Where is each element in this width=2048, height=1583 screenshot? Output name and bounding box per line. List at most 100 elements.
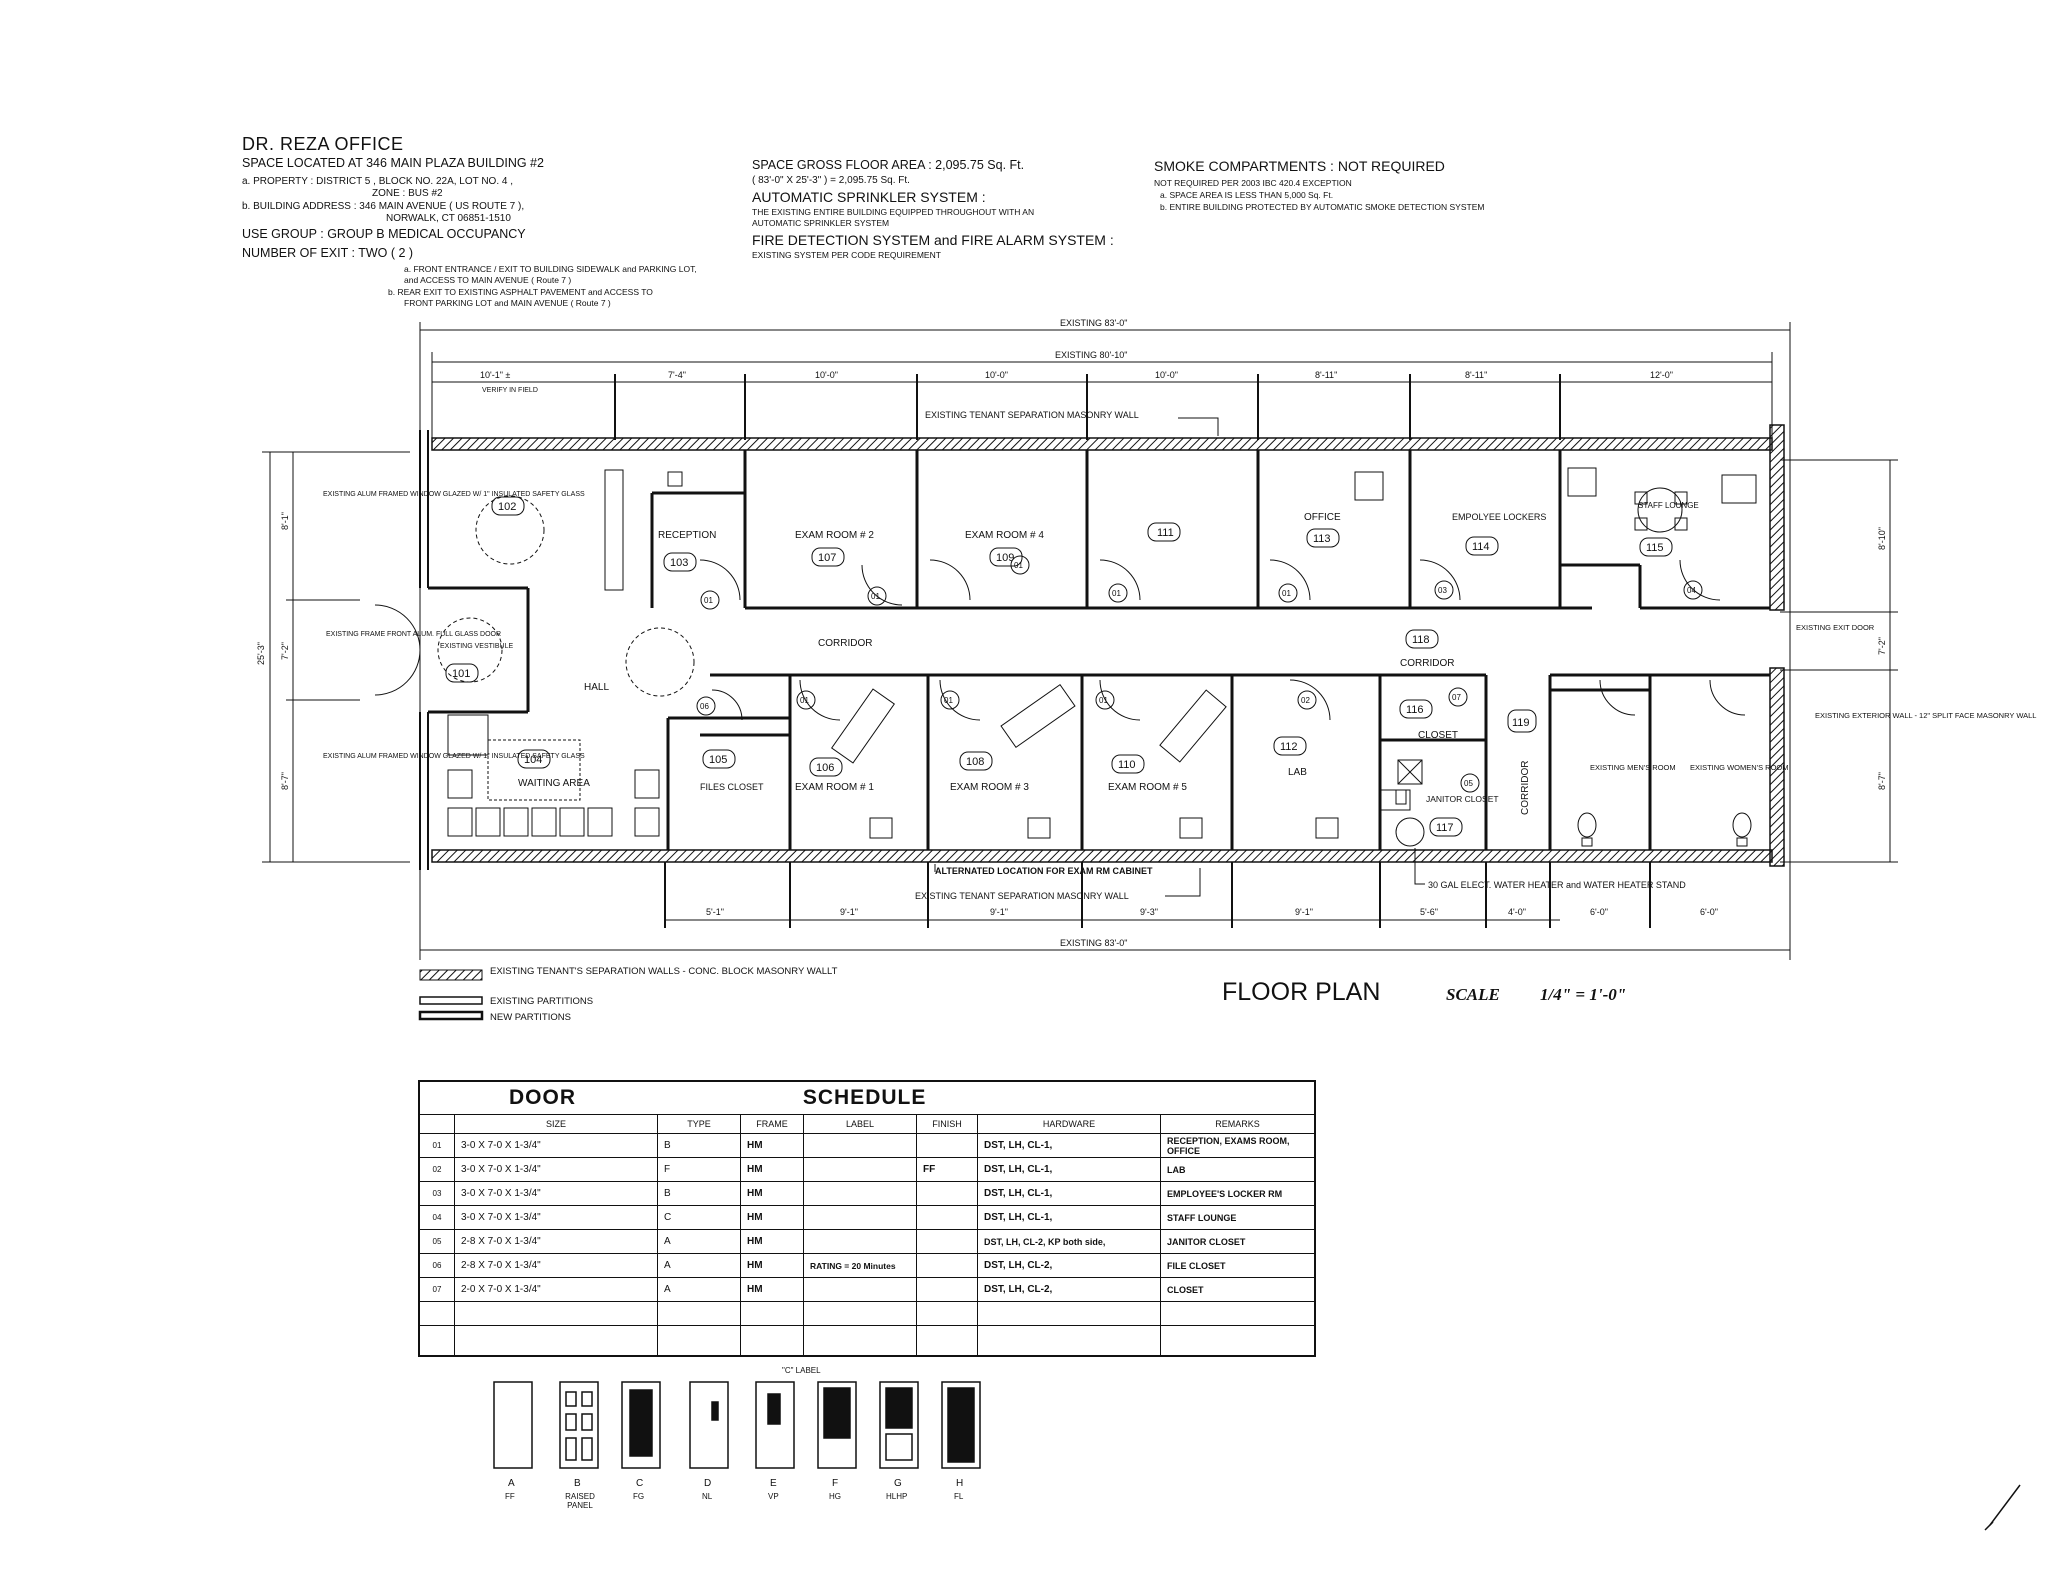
room-tag-103: 103 xyxy=(663,552,697,572)
room-tag-114: 114 xyxy=(1465,536,1499,556)
door-type-c-code: FG xyxy=(633,1492,645,1501)
svg-text:118: 118 xyxy=(1412,634,1430,646)
door-type-d-code: NL xyxy=(702,1492,713,1501)
dim-overall-top: EXISTING 83'-0" xyxy=(1060,318,1127,328)
reception-counter xyxy=(604,469,624,591)
seg-bot-4: 9'-3" xyxy=(1140,907,1158,917)
svg-text:05: 05 xyxy=(1464,779,1473,788)
left-dimensions xyxy=(262,451,410,863)
smoke-note-3: b. ENTIRE BUILDING PROTECTED BY AUTOMATI… xyxy=(1160,202,1485,212)
svg-text:01: 01 xyxy=(1112,589,1121,598)
door-type-d-letter: D xyxy=(704,1478,712,1489)
city-line: NORWALK, CT 06851-1510 xyxy=(386,213,511,224)
room-tag-111: 111 xyxy=(1147,522,1181,542)
svg-text:01: 01 xyxy=(800,696,809,705)
door-type-h-code: FL xyxy=(954,1492,964,1501)
col-type: TYPE xyxy=(657,1114,741,1134)
seg-top-8: 12'-0" xyxy=(1650,370,1673,380)
top-dim-ticks xyxy=(614,374,1561,440)
toilets xyxy=(1577,812,1752,847)
door-type-g-letter: G xyxy=(894,1478,902,1489)
door-tag-13: 05 xyxy=(1460,773,1480,793)
door-tag-2: 01 xyxy=(867,586,887,606)
svg-text:01: 01 xyxy=(944,696,953,705)
room-label-103: RECEPTION xyxy=(658,530,716,541)
left-dim-2: 7'-2" xyxy=(280,642,290,660)
door-tag-8: 01 xyxy=(796,690,816,710)
svg-text:111: 111 xyxy=(1157,527,1174,539)
svg-text:01: 01 xyxy=(1282,589,1291,598)
exits-line: NUMBER OF EXIT : TWO ( 2 ) xyxy=(242,246,414,260)
svg-text:109: 109 xyxy=(996,552,1014,564)
schedule-title-door: DOOR xyxy=(509,1086,576,1109)
gross-area: SPACE GROSS FLOOR AREA : 2,095.75 Sq. Ft… xyxy=(752,158,1025,172)
womens-room-label: EXISTING WOMEN'S ROOM xyxy=(1690,763,1789,772)
legend-swatch-masonry xyxy=(419,969,483,981)
col-remarks: REMARKS xyxy=(1160,1114,1316,1134)
svg-text:107: 107 xyxy=(818,552,836,564)
room-tag-101: 101 xyxy=(445,663,479,683)
seg-bot-8: 6'-0" xyxy=(1590,907,1608,917)
gross-area-calc: ( 83'-0" X 25'-3" ) = 2,095.75 Sq. Ft. xyxy=(752,175,910,186)
schedule-header-row: SIZE TYPE FRAME LABEL FINISH HARDWARE RE… xyxy=(418,1114,1316,1134)
smoke-note-2: a. SPACE AREA IS LESS THAN 5,000 Sq. Ft. xyxy=(1160,190,1334,200)
door-tag-9: 01 xyxy=(940,690,960,710)
sprinkler-note-1: THE EXISTING ENTIRE BUILDING EQUIPPED TH… xyxy=(752,207,1035,217)
svg-text:115: 115 xyxy=(1646,542,1664,554)
seg-bot-5: 9'-1" xyxy=(1295,907,1313,917)
seg-top-6: 8'-11" xyxy=(1315,370,1337,380)
legend-swatch-new xyxy=(418,1010,484,1021)
corridor-label: CORRIDOR xyxy=(818,638,872,649)
room-tag-112: 112 xyxy=(1273,736,1307,756)
room-label-115: STAFF LOUNGE xyxy=(1638,501,1699,510)
door-type-f-code: HG xyxy=(829,1492,841,1501)
seg-top-4: 10'-0" xyxy=(985,370,1008,380)
use-group-line: USE GROUP : GROUP B MEDICAL OCCUPANCY xyxy=(242,227,526,241)
door-tag-12: 07 xyxy=(1448,687,1468,707)
svg-text:116: 116 xyxy=(1406,704,1424,716)
svg-text:102: 102 xyxy=(498,501,516,513)
storefront-note-bottom: EXISTING ALUM FRAMED WINDOW GLAZED W/ 1"… xyxy=(323,753,585,760)
svg-text:01: 01 xyxy=(1099,696,1108,705)
seg-top-2: 7'-4" xyxy=(668,370,686,380)
mens-room-label: EXISTING MEN'S ROOM xyxy=(1590,763,1676,772)
svg-text:119: 119 xyxy=(1512,717,1530,729)
storefront-wall xyxy=(419,430,429,870)
col-hardware: HARDWARE xyxy=(977,1114,1161,1134)
hall-label: HALL xyxy=(584,682,609,693)
exam-tables xyxy=(831,684,1411,839)
dim-overall-bottom: EXISTING 83'-0" xyxy=(1060,938,1127,948)
schedule-title-schedule: SCHEDULE xyxy=(802,1086,927,1109)
svg-text:04: 04 xyxy=(1687,586,1696,595)
door-schedule-table: DOOR SCHEDULE SIZE TYPE FRAME LABEL FINI… xyxy=(418,1080,1316,1357)
right-dim-2: 7'-2" xyxy=(1877,637,1887,655)
fire-note: EXISTING SYSTEM PER CODE REQUIREMENT xyxy=(752,250,941,260)
seg-bot-2: 9'-1" xyxy=(840,907,858,917)
door-type-a-letter: A xyxy=(508,1478,515,1489)
door-tag-10: 01 xyxy=(1095,690,1115,710)
top-masonry-wall xyxy=(431,437,1773,451)
col-frame: FRAME xyxy=(740,1114,804,1134)
svg-text:06: 06 xyxy=(700,702,709,711)
svg-text:114: 114 xyxy=(1472,541,1490,553)
property-line: a. PROPERTY : DISTRICT 5 , BLOCK NO. 22A… xyxy=(242,176,514,187)
bottom-masonry-wall xyxy=(431,849,1773,863)
door-type-c-elevation xyxy=(621,1381,661,1469)
room-tag-109: 109 xyxy=(989,547,1023,567)
door-type-elevations xyxy=(493,1381,981,1469)
room-label-117: JANITOR CLOSET xyxy=(1426,794,1499,804)
exit-note-b2: FRONT PARKING LOT and MAIN AVENUE ( Rout… xyxy=(404,298,611,308)
door-tag-6: 03 xyxy=(1434,580,1454,600)
schedule-title-row: DOOR SCHEDULE xyxy=(418,1080,1316,1115)
svg-text:103: 103 xyxy=(670,557,688,569)
front-door-note: EXISTING FRAME FRONT ALUM. FULL GLASS DO… xyxy=(326,631,501,638)
door-tag-4: 01 xyxy=(1278,583,1298,603)
svg-text:113: 113 xyxy=(1313,533,1331,545)
exit-note-b1: b. REAR EXIT TO EXISTING ASPHALT PAVEMEN… xyxy=(388,287,653,297)
door-type-g-elevation xyxy=(879,1381,919,1469)
